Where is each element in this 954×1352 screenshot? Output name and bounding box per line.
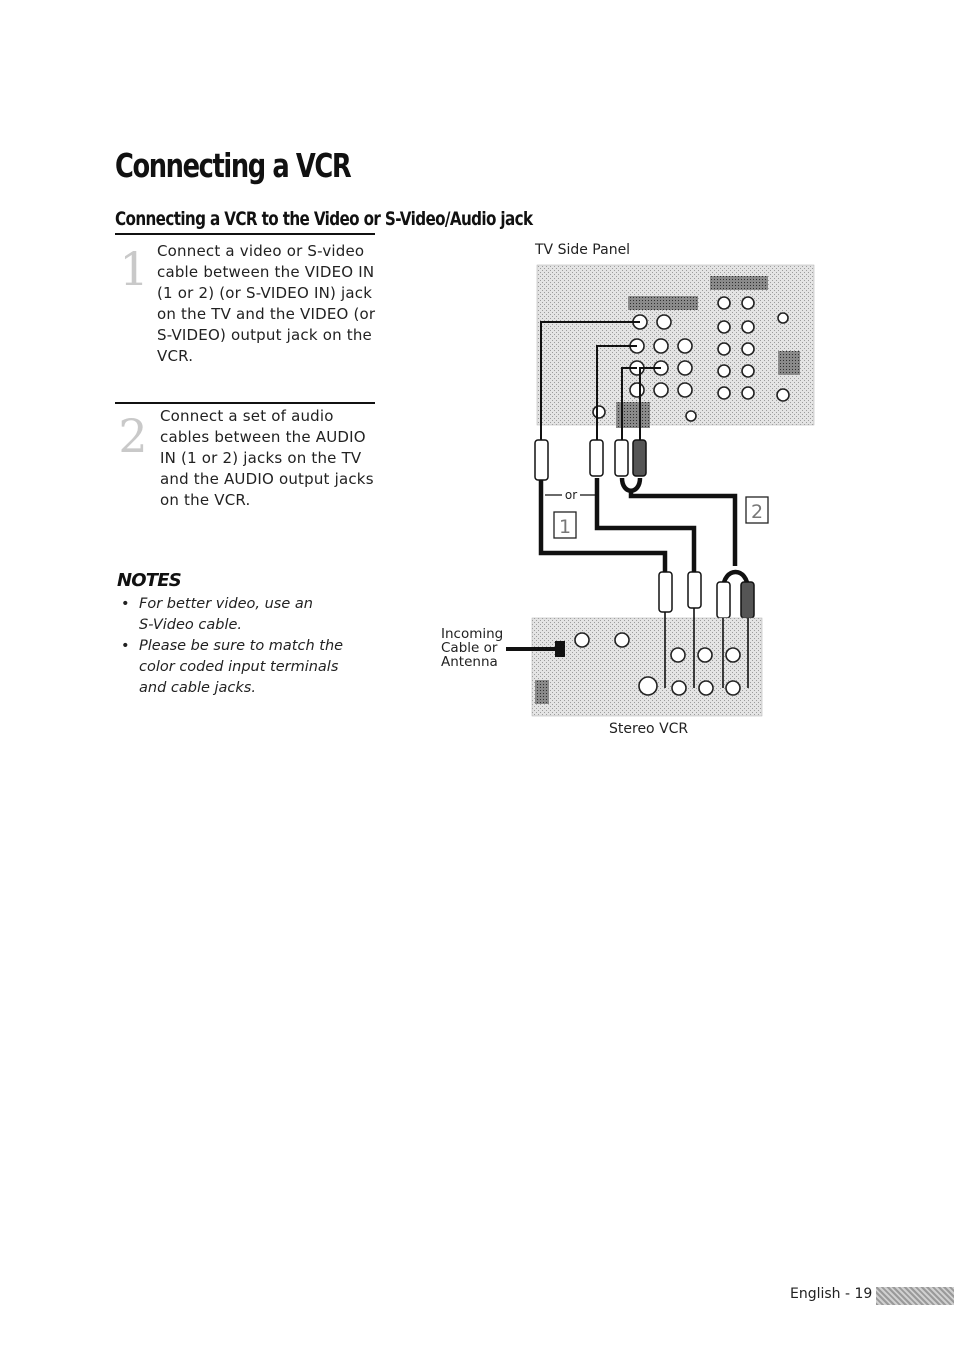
step-2-line: Connect a set of audio <box>160 407 334 425</box>
or-label: or <box>565 488 577 502</box>
callout-number-2: 2 <box>751 501 763 523</box>
step-1-text: Connect a video or S-video cable between… <box>157 241 375 367</box>
cable-lines <box>540 321 661 445</box>
step-number-1: 1 <box>119 242 149 296</box>
step-divider <box>115 402 375 404</box>
note-item: For better video, use an S-Video cable. <box>115 594 355 636</box>
vcr-caption: Stereo VCR <box>609 721 689 737</box>
callout-box-1 <box>553 511 577 539</box>
callout-number-1: 1 <box>559 516 571 538</box>
note-item: Please be sure to match the color coded … <box>115 636 355 699</box>
vcr-jack <box>574 632 741 696</box>
step-number-2: 2 <box>118 409 148 463</box>
cable-heavy <box>538 477 751 591</box>
notes-title: NOTES <box>117 570 182 591</box>
callout-box-2 <box>745 496 769 524</box>
step-1-line: cable between the VIDEO IN <box>157 263 375 281</box>
tv-side-panel <box>536 264 815 428</box>
step-2-line: cables between the AUDIO <box>160 428 366 446</box>
section-title: Connecting a VCR to the Video or S-Video… <box>115 208 533 230</box>
notes-list: For better video, use an S-Video cable. … <box>115 594 355 699</box>
step-1-line: S-VIDEO) output jack on the <box>157 326 372 344</box>
step-1-line: (1 or 2) (or S-VIDEO IN) jack <box>157 284 373 302</box>
step-2-line: on the VCR. <box>160 491 251 509</box>
footer-decorative-bar <box>876 1287 954 1305</box>
step-2-line: IN (1 or 2) jacks on the TV <box>160 449 362 467</box>
page-number: English - 19 <box>790 1286 873 1302</box>
incoming-antenna-label: Incoming Cable or Antenna <box>441 626 504 670</box>
step-1-line: on the TV and the VIDEO (or <box>157 305 376 323</box>
step-2-text: Connect a set of audio cables between th… <box>160 406 374 511</box>
vcr-rear-panel <box>531 617 763 717</box>
step-1-line: Connect a video or S-video <box>157 242 365 260</box>
step-2-line: and the AUDIO output jacks <box>160 470 374 488</box>
tv-panel-caption: TV Side Panel <box>535 242 631 258</box>
section-title-rule <box>115 233 375 235</box>
antenna-cable <box>506 641 565 657</box>
connection-diagram: or 1 2 <box>506 264 815 717</box>
step-1-line: VCR. <box>157 347 194 365</box>
vcr-leads <box>664 608 749 688</box>
page-title: Connecting a VCR <box>115 146 352 185</box>
